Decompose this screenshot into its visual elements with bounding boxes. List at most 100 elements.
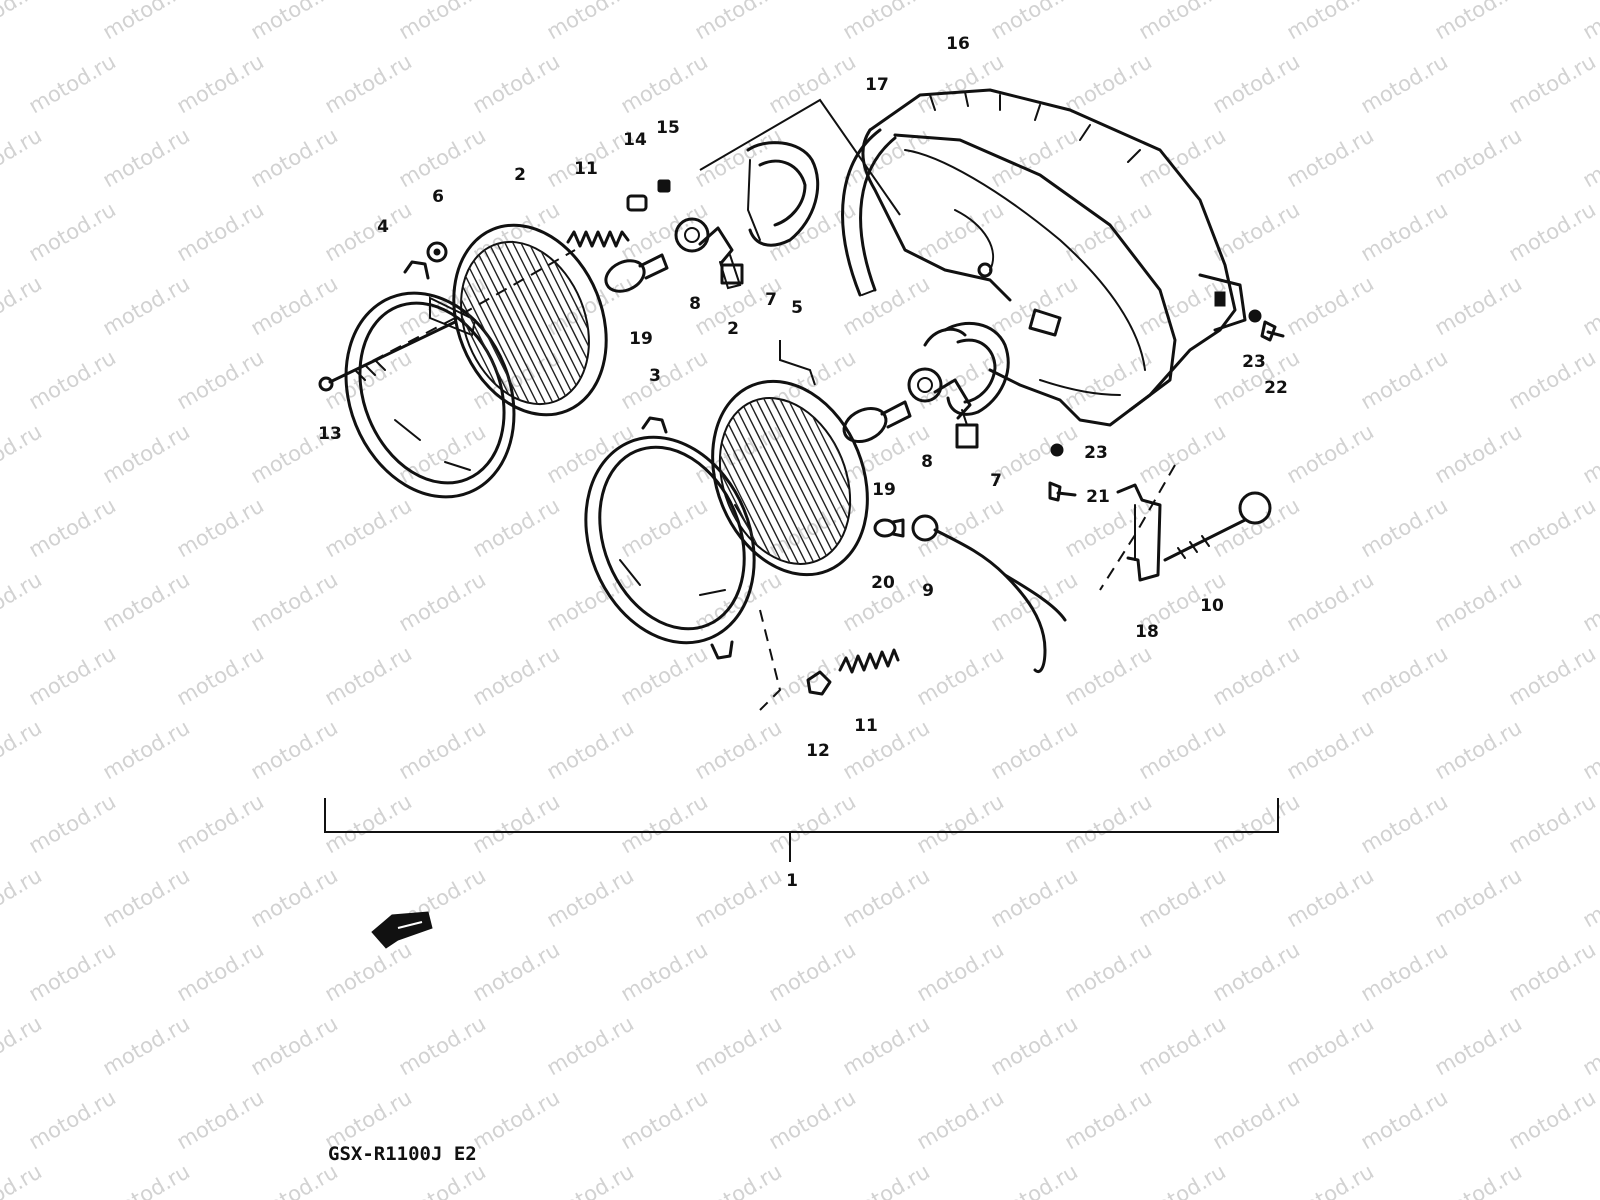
watermark-text: motod.ru (173, 1085, 268, 1154)
right-bulb-socket (907, 367, 972, 420)
watermark-text: motod.ru (1579, 863, 1600, 932)
watermark-text: motod.ru (1431, 419, 1526, 488)
callout-2: 2 (514, 165, 526, 185)
watermark-text: motod.ru (1135, 1159, 1230, 1200)
watermark-text: motod.ru (543, 1159, 638, 1200)
watermark-text: motod.ru (1357, 493, 1452, 562)
watermark-text: motod.ru (247, 715, 342, 784)
watermark-text: motod.ru (765, 937, 860, 1006)
watermark-text: motod.ru (1357, 345, 1452, 414)
watermark-text: motod.ru (1209, 49, 1304, 118)
watermark-text: motod.ru (469, 197, 564, 266)
nut-12 (806, 670, 832, 696)
front-direction-arrow-icon (371, 911, 433, 949)
callout-3: 3 (649, 366, 661, 386)
lens-hatch-line (470, 222, 572, 424)
assembly-lines (354, 98, 1176, 711)
callout-19: 19 (872, 480, 896, 500)
watermark-text: motod.ru (691, 1159, 786, 1200)
watermark-text: motod.ru (1135, 715, 1230, 784)
watermark-text: motod.ru (469, 641, 564, 710)
watermark-text: motod.ru (173, 197, 268, 266)
watermark-text: motod.ru (25, 197, 120, 266)
callout-12: 12 (806, 741, 830, 761)
watermark-text: motod.ru (1283, 0, 1378, 44)
callout-18: 18 (1135, 622, 1159, 642)
watermark-text: motod.ru (691, 123, 786, 192)
watermark-text: motod.ru (691, 1011, 786, 1080)
right-socket-cover (923, 321, 1010, 449)
watermark-text: motod.ru (1505, 49, 1600, 118)
screw-21 (1048, 481, 1077, 502)
watermark-text: motod.ru (395, 123, 490, 192)
watermark-text: motod.ru (691, 0, 786, 44)
watermark-text: motod.ru (765, 345, 860, 414)
watermark-text: motod.ru (1505, 789, 1600, 858)
lens-hatch-line (478, 222, 580, 424)
callout-20: 20 (871, 573, 895, 593)
lens-hatch-line (738, 380, 840, 582)
left-adjusting-screw (318, 320, 457, 392)
watermark-text: motod.ru (1357, 197, 1452, 266)
watermark-text: motod.ru (1431, 567, 1526, 636)
watermark-text: motod.ru (1209, 937, 1304, 1006)
watermark-text: motod.ru (1209, 789, 1304, 858)
watermark-text: motod.ru (1283, 715, 1378, 784)
watermark-text: motod.ru (99, 1159, 194, 1200)
watermark-text: motod.ru (1579, 567, 1600, 636)
lens-hatch-line (746, 380, 848, 582)
watermark-text: motod.ru (1579, 1011, 1600, 1080)
watermark-text: motod.ru (543, 1011, 638, 1080)
callout-9: 9 (922, 581, 934, 601)
bracket-18 (1116, 483, 1162, 582)
lens-hatch-line (730, 380, 832, 582)
watermark-text: motod.ru (99, 567, 194, 636)
watermark-text: motod.ru (913, 1085, 1008, 1154)
watermark-text: motod.ru (321, 641, 416, 710)
watermark-text: motod.ru (1135, 0, 1230, 44)
screw-22 (1260, 320, 1285, 342)
watermark-text: motod.ru (987, 715, 1082, 784)
watermark-text: motod.ru (987, 1011, 1082, 1080)
watermark-text: motod.ru (543, 419, 638, 488)
lens-hatch-line (696, 380, 736, 582)
watermark-text: motod.ru (0, 715, 46, 784)
watermark-text: motod.ru (395, 419, 490, 488)
watermark-text: motod.ru (1061, 1085, 1156, 1154)
watermark-text: motod.ru (1579, 715, 1600, 784)
watermark-text: motod.ru (1209, 493, 1304, 562)
nut-23-bottom (1050, 443, 1064, 457)
watermark-text: motod.ru (247, 863, 342, 932)
watermark-text: motod.ru (25, 1085, 120, 1154)
callout-10: 10 (1200, 596, 1224, 616)
lens-hatch-line (526, 222, 613, 424)
cap-15 (657, 179, 671, 193)
watermark-text: motod.ru (99, 863, 194, 932)
watermark-text: motod.ru (469, 49, 564, 118)
assembly-bracket (324, 798, 1279, 862)
watermark-text: motod.ru (1283, 419, 1378, 488)
callout-8: 8 (921, 452, 933, 472)
watermark-text: motod.ru (25, 49, 120, 118)
left-bulb-socket (674, 217, 734, 264)
lens-hatch-line (510, 222, 612, 424)
watermark-text: motod.ru (1579, 1159, 1600, 1200)
watermark-text: motod.ru (1505, 641, 1600, 710)
watermark-text: motod.ru (1505, 937, 1600, 1006)
watermark-text: motod.ru (321, 493, 416, 562)
watermark-text: motod.ru (987, 567, 1082, 636)
nut-6 (426, 241, 448, 263)
watermark-text: motod.ru (25, 493, 120, 562)
callout-2: 2 (727, 319, 739, 339)
headlight-housing (861, 88, 1247, 427)
callout-5: 5 (791, 298, 803, 318)
watermark-text: motod.ru (247, 1159, 342, 1200)
watermark-text: motod.ru (173, 641, 268, 710)
left-socket-cover (719, 141, 820, 290)
watermark-text: motod.ru (321, 49, 416, 118)
callout-6: 6 (432, 187, 444, 207)
watermark-text: motod.ru (987, 1159, 1082, 1200)
watermark-text: motod.ru (1209, 641, 1304, 710)
watermark-text: motod.ru (543, 567, 638, 636)
watermark-text: motod.ru (691, 863, 786, 932)
